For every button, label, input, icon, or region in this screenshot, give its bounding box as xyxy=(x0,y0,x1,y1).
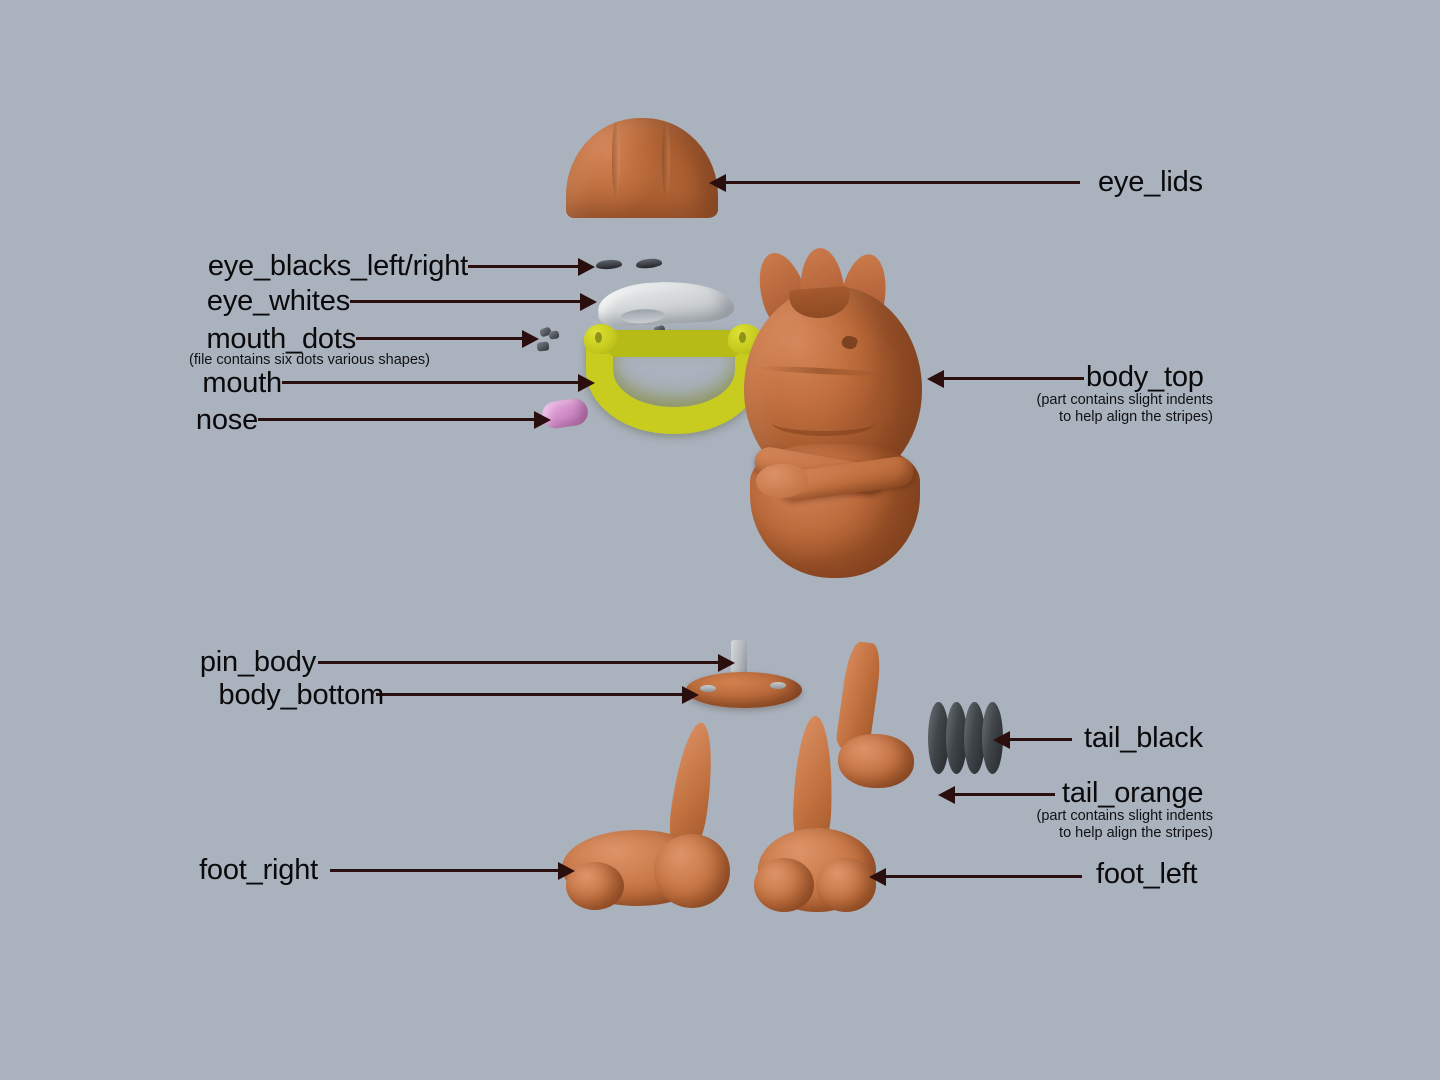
mouth-knob-left xyxy=(584,324,618,354)
leader-tail-black xyxy=(1010,738,1072,741)
leader-foot-right xyxy=(330,869,558,872)
arrowhead-eye-lids xyxy=(709,174,726,192)
foot-left-sole-b xyxy=(816,858,876,912)
arrowhead-eye-blacks xyxy=(578,258,595,276)
label-eye-whites[interactable]: eye_whites xyxy=(206,285,350,317)
body-bottom-part[interactable] xyxy=(686,672,802,708)
sublabel-body-top-line1: (part contains slight indents xyxy=(1036,392,1213,408)
arrowhead-nose xyxy=(534,411,551,429)
label-eye-blacks[interactable]: eye_blacks_left/right xyxy=(207,250,468,282)
pin-body-part[interactable] xyxy=(731,640,747,676)
tail-black-stripe xyxy=(982,702,1003,774)
label-mouth[interactable]: mouth xyxy=(202,367,282,399)
arrowhead-body-bottom xyxy=(682,686,699,704)
leader-foot-left xyxy=(886,875,1082,878)
eye-black-right-part[interactable] xyxy=(635,257,663,270)
body-top-part[interactable] xyxy=(738,246,938,578)
mouth-dot xyxy=(548,330,560,340)
leader-nose xyxy=(258,418,534,421)
label-body-bottom[interactable]: body_bottom xyxy=(218,679,385,711)
foot-left-part[interactable] xyxy=(754,715,880,914)
arrowhead-tail-orange xyxy=(938,786,955,804)
body-top-chin-line xyxy=(772,420,876,436)
arrowhead-foot-right xyxy=(558,862,575,880)
label-mouth-dots[interactable]: mouth_dots xyxy=(206,323,356,355)
tail-black-part[interactable] xyxy=(928,702,1004,774)
eye-whites-part[interactable] xyxy=(596,278,736,328)
tail-orange-part[interactable] xyxy=(834,640,918,788)
foot-left-sole-a xyxy=(754,858,814,912)
arrowhead-eye-whites xyxy=(580,293,597,311)
leader-mouth-dots xyxy=(356,337,522,340)
sublabel-tail-orange-line1: (part contains slight indents xyxy=(1036,808,1213,824)
tail-black-stripe xyxy=(946,702,967,774)
arrowhead-foot-left xyxy=(869,868,886,886)
arrowhead-tail-black xyxy=(993,731,1010,749)
leader-body-bottom xyxy=(376,693,682,696)
leader-tail-orange xyxy=(955,793,1055,796)
foot-right-sole xyxy=(566,862,624,910)
eye-black-left-part[interactable] xyxy=(595,259,623,270)
label-foot-left[interactable]: foot_left xyxy=(1096,858,1198,890)
label-tail-orange[interactable]: tail_orange xyxy=(1062,777,1204,809)
tail-black-stripe xyxy=(964,702,985,774)
tail-black-stripe xyxy=(928,702,949,774)
label-nose[interactable]: nose xyxy=(195,404,258,436)
leader-eye-blacks xyxy=(468,265,578,268)
arrowhead-pin-body xyxy=(718,654,735,672)
body-bottom-hole-right xyxy=(770,682,786,689)
eye-lids-part[interactable] xyxy=(566,118,718,218)
label-foot-right[interactable]: foot_right xyxy=(199,854,318,886)
arrowhead-mouth xyxy=(578,374,595,392)
leader-mouth xyxy=(282,381,578,384)
sublabel-tail-orange-line2: to help align the stripes) xyxy=(1059,825,1213,841)
label-body-top[interactable]: body_top xyxy=(1086,361,1204,393)
label-eye-lids[interactable]: eye_lids xyxy=(1098,166,1203,198)
sublabel-mouth-dots: (file contains six dots various shapes) xyxy=(189,352,430,368)
mouth-part[interactable] xyxy=(584,324,762,434)
leader-pin-body xyxy=(318,661,718,664)
foot-right-heel xyxy=(654,834,730,908)
leader-eye-lids xyxy=(726,181,1080,184)
tail-orange-base xyxy=(838,734,914,788)
sublabel-body-top-line2: to help align the stripes) xyxy=(1059,409,1213,425)
arrowhead-mouth-dots xyxy=(522,330,539,348)
foot-right-part[interactable] xyxy=(562,720,738,912)
arrowhead-body-top xyxy=(927,370,944,388)
leader-body-top xyxy=(944,377,1084,380)
label-tail-black[interactable]: tail_black xyxy=(1084,722,1203,754)
body-bottom-hole-left xyxy=(700,685,716,692)
label-pin-body[interactable]: pin_body xyxy=(199,646,316,678)
body-top-paw xyxy=(756,464,808,498)
leader-eye-whites xyxy=(350,300,580,303)
